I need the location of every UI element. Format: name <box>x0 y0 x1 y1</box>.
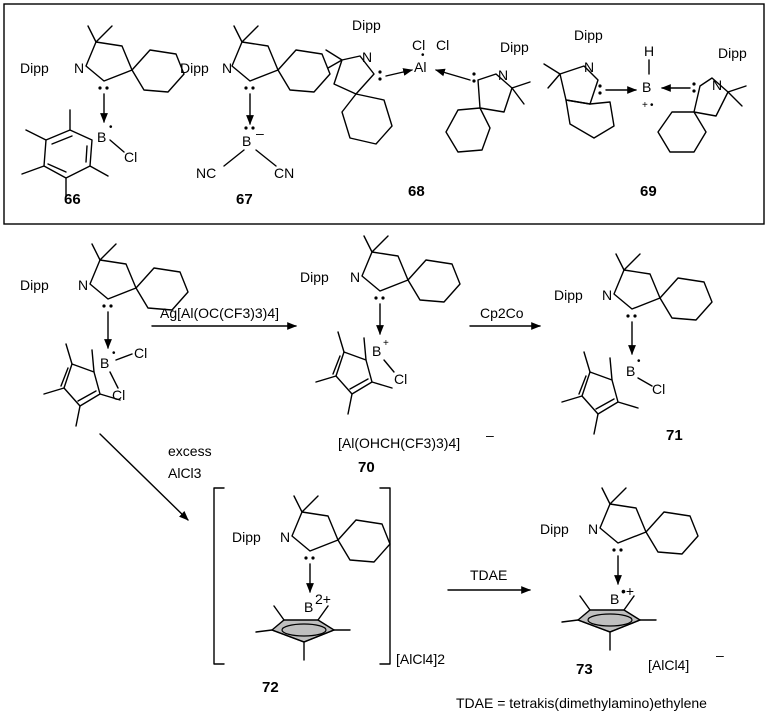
h-label: H <box>644 43 654 59</box>
compound-69: Dipp N H B + • N Dipp 69 <box>543 27 747 200</box>
dipp-label: Dipp <box>300 269 329 285</box>
radical-dot: • <box>109 122 113 133</box>
footnote: TDAE = tetrakis(dimethylamino)ethylene <box>456 695 707 711</box>
n-label: N <box>584 59 594 75</box>
radical-plus-charge: + <box>642 100 648 111</box>
compound-66: Dipp N B • Cl 66 <box>20 25 185 208</box>
radical-dot: • <box>650 100 654 111</box>
left-bracket <box>213 487 225 665</box>
n-label: N <box>78 277 88 293</box>
two-plus-charge: 2+ <box>315 591 331 607</box>
n-label: N <box>588 521 598 537</box>
cl-label: Cl <box>134 345 147 361</box>
compound-70: Dipp N B + Cl [Al(OHCH(CF3)3)4] – 70 <box>300 235 494 476</box>
counterion-73: [AlCl4] <box>648 657 689 673</box>
dipp-label: Dipp <box>718 45 747 61</box>
compound-number-66: 66 <box>64 191 81 208</box>
counterion-72: [AlCl4]2 <box>396 651 445 667</box>
nc-label: NC <box>196 165 216 181</box>
b-label: B <box>97 129 106 145</box>
compound-number-73: 73 <box>576 661 593 678</box>
radical-dot: • <box>421 50 425 61</box>
compound-number-72: 72 <box>262 679 279 696</box>
top-frame <box>3 3 765 225</box>
minus-charge: – <box>486 427 494 443</box>
n-label: N <box>712 77 722 93</box>
compound-67: Dipp N B – NC CN 67 <box>180 25 331 208</box>
minus-charge: – <box>716 647 724 663</box>
cl-label: Cl <box>112 387 125 403</box>
plus-charge: + <box>383 338 389 349</box>
cl-label: Cl <box>436 37 449 53</box>
counterion-70: [Al(OHCH(CF3)3)4] <box>338 435 460 451</box>
n-label: N <box>602 287 612 303</box>
arrow-to-72 <box>99 433 189 521</box>
compound-71: Dipp N B • Cl 71 <box>554 253 713 444</box>
reagent-excess: excess <box>168 443 212 459</box>
dipp-label: Dipp <box>352 17 381 33</box>
n-label: N <box>350 269 360 285</box>
cl-label: Cl <box>124 149 137 165</box>
dipp-label: Dipp <box>20 60 49 76</box>
cl-label: Cl <box>652 381 665 397</box>
b-label: B <box>610 591 619 607</box>
al-label: Al <box>414 59 426 75</box>
dipp-label: Dipp <box>540 521 569 537</box>
compound-number-68: 68 <box>408 183 425 200</box>
b-label: B <box>642 79 651 95</box>
b-label: B <box>372 343 381 359</box>
dipp-label: Dipp <box>554 287 583 303</box>
n-label: N <box>280 529 290 545</box>
compound-number-67: 67 <box>236 191 253 208</box>
reagent-alcl3: AlCl3 <box>168 465 202 481</box>
reagent-cp2co: Cp2Co <box>480 305 524 321</box>
reagent-ag-salt: Ag[Al(OC(CF3)3)4] <box>160 305 279 321</box>
right-bracket <box>379 487 391 665</box>
radical-dot: • <box>112 348 116 359</box>
minus-charge: – <box>256 125 264 141</box>
compound-72: Dipp N B 2+ 72 [AlCl4]2 <box>213 487 445 696</box>
b-label: B <box>100 355 109 371</box>
dipp-label: Dipp <box>500 39 529 55</box>
b-label: B <box>626 363 635 379</box>
radical-dot: • <box>637 356 641 367</box>
dipp-label: Dipp <box>574 27 603 43</box>
compound-73: Dipp N B •+ 73 [AlCl4] – <box>540 487 724 678</box>
n-label: N <box>498 67 508 83</box>
radical-plus-charge: •+ <box>621 583 634 599</box>
n-label: N <box>74 60 84 76</box>
cn-label: CN <box>274 165 294 181</box>
compound-68: Dipp N Al • Cl Cl N Dipp 68 <box>325 17 531 200</box>
b-label: B <box>304 599 313 615</box>
n-label: N <box>222 60 232 76</box>
compound-number-69: 69 <box>640 183 657 200</box>
n-label: N <box>362 49 372 65</box>
compound-number-71: 71 <box>666 427 683 444</box>
cl-label: Cl <box>394 371 407 387</box>
compound-number-70: 70 <box>358 459 375 476</box>
dipp-label: Dipp <box>20 277 49 293</box>
dipp-label: Dipp <box>180 60 209 76</box>
cl-label: Cl <box>412 37 425 53</box>
reagent-tdae: TDAE <box>470 567 507 583</box>
dipp-label: Dipp <box>232 529 261 545</box>
starting-material: Dipp N B • Cl Cl <box>20 243 189 427</box>
b-label: B <box>242 133 251 149</box>
